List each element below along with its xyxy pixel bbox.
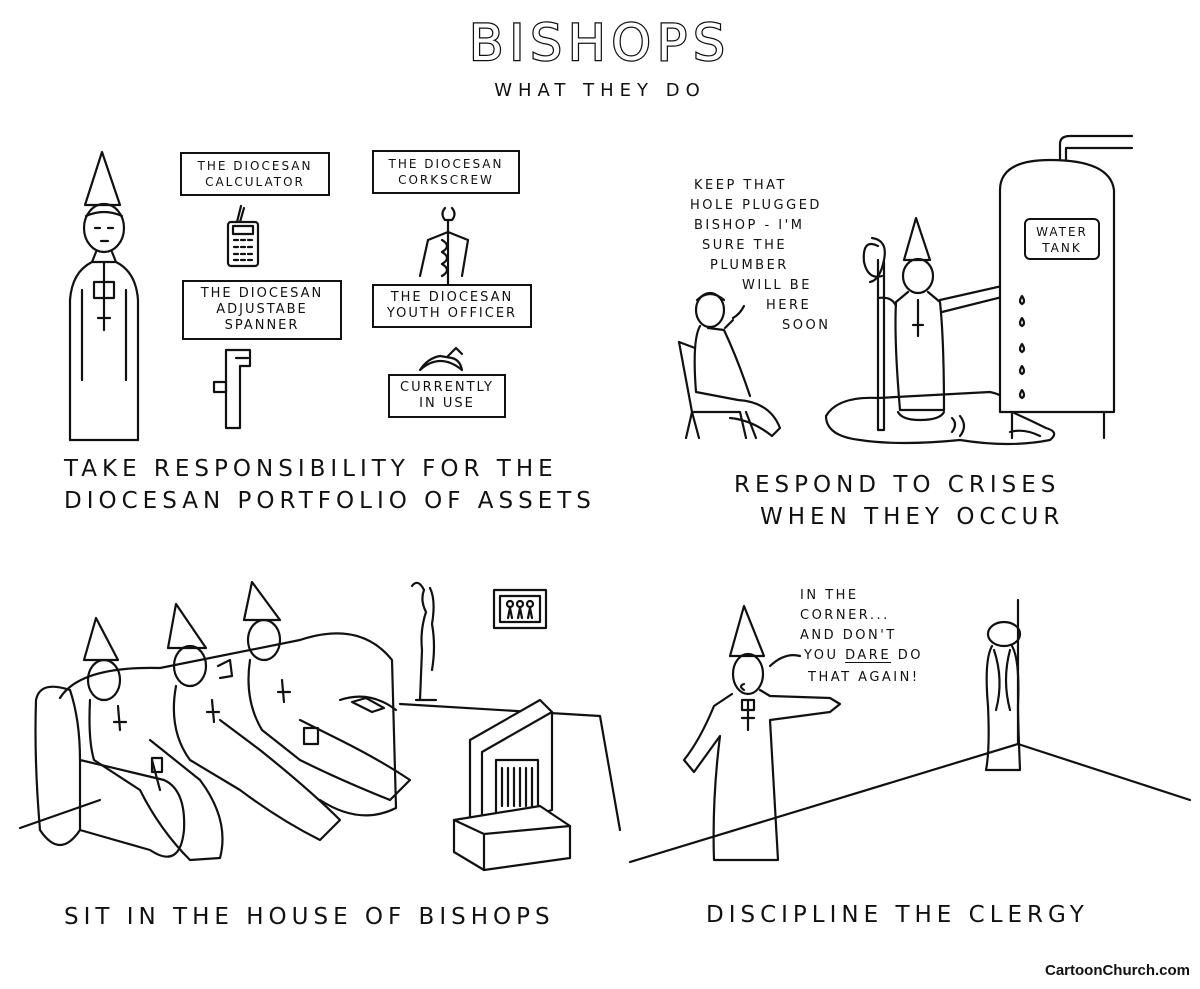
- panel1-caption-line1: TAKE RESPONSIBILITY FOR THE: [64, 456, 558, 482]
- speech-word-do: DO: [897, 648, 923, 663]
- panel2-caption-line2: WHEN THEY OCCUR: [760, 504, 1065, 530]
- panel2-speech-line5: PLUMBER: [710, 258, 789, 273]
- panel2-ripple: [1008, 429, 1042, 438]
- panel2-speech-line1: KEEP THAT: [694, 178, 787, 193]
- panel3-television: [452, 698, 572, 872]
- panel4-speech-tail: [768, 654, 802, 668]
- panel1-caption-line2: DIOCESAN PORTFOLIO OF ASSETS: [64, 488, 596, 514]
- panel3-picture-frame: [492, 588, 548, 630]
- panel3-bishop-right: [242, 580, 412, 802]
- panel3-sofa: [34, 632, 398, 858]
- panel3-bishop-left: [82, 616, 224, 862]
- label-diocesan-spanner: THE DIOCESAN ADJUSTABE SPANNER: [182, 280, 342, 340]
- panel3-floor-lamp: [410, 581, 438, 702]
- speech-word-dare-emphasis: DARE: [845, 648, 892, 663]
- page-title: BISHOPS: [468, 13, 731, 74]
- panel4-speech-line3: AND DON'T: [800, 628, 897, 643]
- panel2-drips: [1018, 294, 1026, 400]
- label-diocesan-calculator: THE DIOCESAN CALCULATOR: [180, 152, 330, 196]
- panel2-speech-line6: WILL BE: [742, 278, 812, 293]
- panel4-caption: DISCIPLINE THE CLERGY: [706, 902, 1089, 928]
- panel2-speech-tail: [723, 304, 746, 330]
- label-diocesan-youth-officer: THE DIOCESAN YOUTH OFFICER: [372, 284, 532, 328]
- panel1-bishop-figure: [68, 150, 140, 442]
- panel2-speech-line8: SOON: [782, 318, 831, 333]
- panel2-speech-line4: SURE THE: [702, 238, 788, 253]
- panel2-speech-line3: BISHOP - I'M: [694, 218, 805, 233]
- panel3-bishop-middle: [166, 602, 342, 842]
- water-tank-label: WATER TANK: [1024, 218, 1100, 260]
- panel4-speech-line5: THAT AGAIN!: [808, 670, 920, 685]
- panel1-youth-officer-hair: [418, 346, 464, 372]
- panel4-clergy-in-corner: [984, 620, 1022, 772]
- panel2-speech-line2: HOLE PLUGGED: [690, 198, 822, 213]
- panel2-speech-line7: HERE: [766, 298, 812, 313]
- site-credit: CartoonChurch.com: [1044, 962, 1190, 979]
- speech-word-you: YOU: [804, 648, 839, 663]
- panel4-pointing-bishop: [682, 604, 842, 862]
- panel2-caption-line1: RESPOND TO CRISES: [734, 472, 1061, 498]
- panel4-speech-line1: IN THE: [800, 588, 859, 603]
- page-subtitle: WHAT THEY DO: [494, 80, 706, 101]
- label-diocesan-corkscrew: THE DIOCESAN CORKSCREW: [372, 150, 520, 194]
- panel2-puddle: [824, 390, 1056, 446]
- panel1-spanner-drawing: [212, 348, 252, 430]
- panel1-calculator-drawing: [226, 204, 260, 268]
- panel2-bishop-with-crozier: [862, 216, 1028, 438]
- label-currently-in-use: CURRENTLY IN USE: [388, 374, 506, 418]
- panel3-floor-lines: [18, 702, 622, 832]
- panel4-speech-line4: YOU DARE DO: [804, 646, 923, 665]
- panel1-corkscrew-drawing: [418, 206, 470, 292]
- panel4-speech-line2: CORNER...: [800, 608, 890, 623]
- panel2-seated-man: [677, 291, 782, 440]
- panel3-caption: SIT IN THE HOUSE OF BISHOPS: [64, 904, 555, 930]
